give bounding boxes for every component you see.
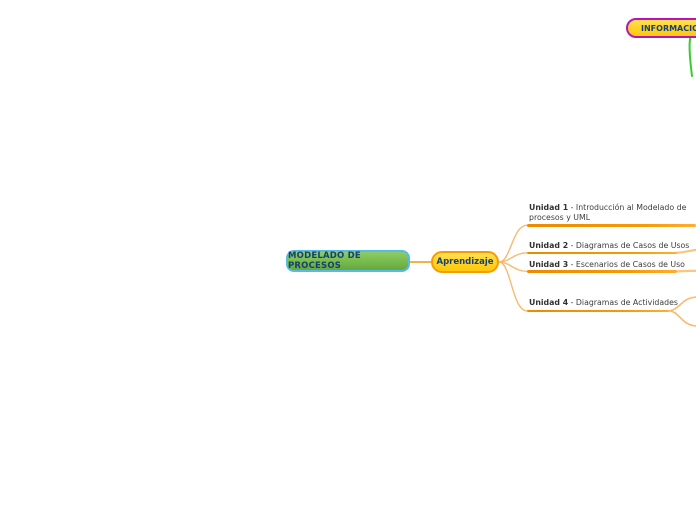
child-connector-unidad-2 [674, 248, 696, 254]
node-modelado-de-procesos[interactable]: MODELADO DE PROCESOS [286, 250, 410, 272]
child-connector-unidad-3 [674, 269, 696, 273]
topic-unidad-2-title: - Diagramas de Casos de Usos [568, 241, 690, 250]
topic-unidad-4-title: - Diagramas de Actividades [568, 298, 678, 307]
fan-curve-unidad-4 [498, 261, 528, 312]
topic-unidad-2-underline [527, 251, 677, 254]
topic-unidad-2[interactable]: Unidad 2 - Diagramas de Casos de Usos [529, 241, 689, 251]
node-aprendizaje-label: Aprendizaje [436, 257, 494, 267]
fan-curve-unidad-1 [498, 224, 528, 263]
topic-unidad-4[interactable]: Unidad 4 - Diagramas de Actividades [529, 298, 678, 308]
topic-unidad-3[interactable]: Unidad 3 - Escenarios de Casos de Uso [529, 260, 685, 270]
topic-unidad-2-number: Unidad 2 [529, 241, 569, 250]
topic-unidad-3-underline [527, 270, 677, 273]
node-modelado-de-procesos-label: MODELADO DE PROCESOS [288, 251, 361, 271]
node-informacion-label: INFORMACION. [641, 23, 696, 33]
topic-unidad-1-title: - Introducción al Modelado de procesos y… [529, 203, 687, 222]
topic-unidad-4-number: Unidad 4 [529, 298, 569, 307]
topic-unidad-3-number: Unidad 3 [529, 260, 569, 269]
topic-unidad-1-underline [527, 224, 696, 227]
unidad-4-branch-curve-bottom [667, 310, 696, 327]
topic-unidad-1-number: Unidad 1 [529, 203, 569, 212]
node-informacion[interactable]: INFORMACION. [626, 18, 696, 38]
topic-unidad-4-underline [527, 309, 669, 312]
topic-unidad-3-title: - Escenarios de Casos de Uso [568, 260, 685, 269]
node-aprendizaje[interactable]: Aprendizaje [431, 251, 499, 273]
topic-unidad-1[interactable]: Unidad 1 - Introducción al Modelado de p… [529, 203, 687, 222]
